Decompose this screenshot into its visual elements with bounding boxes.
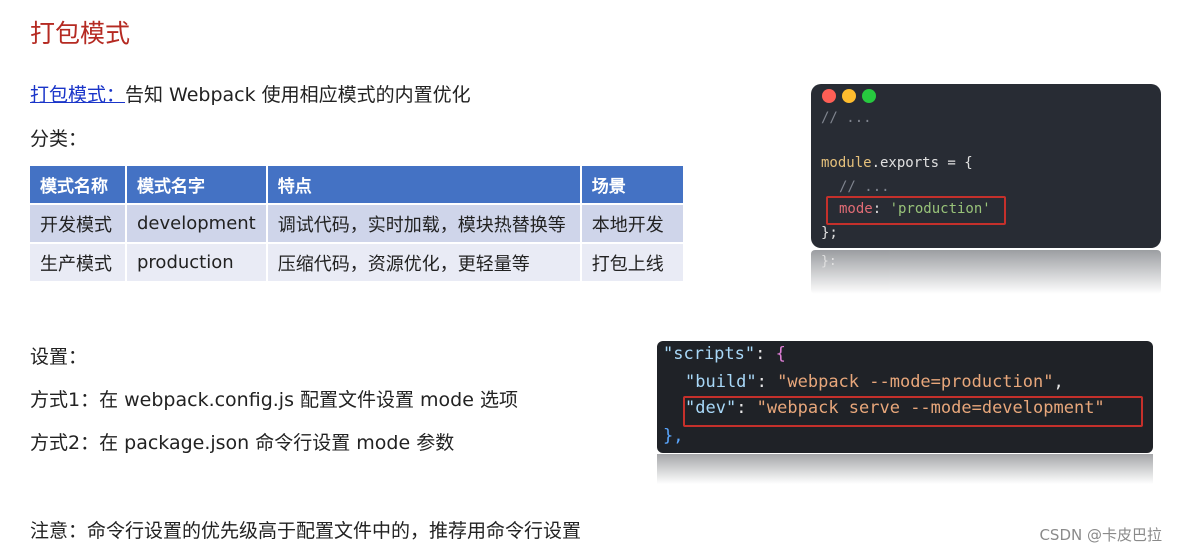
code-comment: // ... (821, 110, 872, 126)
minimize-dot-icon (842, 89, 856, 103)
json-key: "dev" (685, 398, 737, 418)
code-reflection (657, 454, 1153, 484)
page-title: 打包模式 (30, 19, 131, 48)
table-cell: development (126, 204, 268, 244)
header-features: 特点 (266, 166, 582, 205)
header-scenario: 场景 (580, 166, 685, 205)
code-keyword: module (821, 155, 872, 171)
close-dot-icon (822, 89, 836, 103)
header-mode-id: 模式名字 (126, 166, 268, 205)
method-1-text: 方式1：在 webpack.config.js 配置文件设置 mode 选项 (30, 389, 518, 411)
json-string: "webpack --mode=production" (777, 372, 1054, 392)
webpack-config-code-window: // ... module.exports = { // ... mode: '… (811, 84, 1161, 248)
intro-line: 打包模式：告知 Webpack 使用相应模式的内置优化 (30, 80, 471, 107)
table-cell: production (126, 243, 268, 283)
note-text: 注意：命令行设置的优先级高于配置文件中的，推荐用命令行设置 (30, 520, 582, 542)
modes-table: 模式名称 模式名字 特点 场景 开发模式 development 调试代码，实时… (30, 166, 685, 283)
mode-highlight-box (826, 196, 1006, 225)
table-cell: 打包上线 (580, 243, 685, 283)
code-string: 'production' (889, 201, 991, 217)
code-reflection-text: }: (821, 254, 837, 269)
json-key: "build" (685, 372, 757, 392)
code-line-build: "build": "webpack --mode=production", (685, 372, 1064, 392)
window-controls (822, 89, 882, 103)
code-text: : (872, 201, 890, 217)
code-comment: // ... (839, 179, 890, 195)
method-2-text: 方式2：在 package.json 命令行设置 mode 参数 (30, 432, 455, 454)
mode-link[interactable]: 打包模式： (30, 84, 126, 106)
watermark: CSDN @卡皮巴拉 (1039, 526, 1162, 544)
table-cell: 压缩代码，资源优化，更轻量等 (266, 243, 582, 283)
maximize-dot-icon (862, 89, 876, 103)
code-text: .exports = { (871, 155, 973, 171)
json-key: "scripts" (663, 344, 756, 364)
dev-highlight-box (683, 396, 1143, 427)
table-cell: 开发模式 (30, 204, 127, 244)
code-reflection: }: (811, 250, 1161, 294)
code-line-close: }; (821, 225, 838, 241)
table-cell: 本地开发 (580, 204, 685, 244)
json-string: "webpack serve --mode=development" (756, 398, 1105, 418)
header-mode-name: 模式名称 (30, 166, 127, 205)
code-line-module-exports: module.exports = { (821, 155, 973, 171)
table-cell: 生产模式 (30, 243, 127, 283)
code-line-close: }, (663, 426, 684, 446)
category-label: 分类： (30, 128, 88, 150)
code-property: mode (839, 201, 873, 217)
code-line-scripts: "scripts": { (663, 344, 786, 364)
settings-label: 设置： (30, 346, 88, 368)
table-cell: 调试代码，实时加载，模块热替换等 (266, 204, 582, 244)
table-row: 生产模式 production 压缩代码，资源优化，更轻量等 打包上线 (30, 243, 685, 283)
code-line-dev: "dev": "webpack serve --mode=development… (685, 398, 1105, 418)
table-row: 开发模式 development 调试代码，实时加载，模块热替换等 本地开发 (30, 204, 685, 244)
code-line-mode: mode: 'production' (839, 201, 991, 217)
table-header-row: 模式名称 模式名字 特点 场景 (30, 166, 685, 205)
intro-text: 告知 Webpack 使用相应模式的内置优化 (125, 84, 471, 106)
